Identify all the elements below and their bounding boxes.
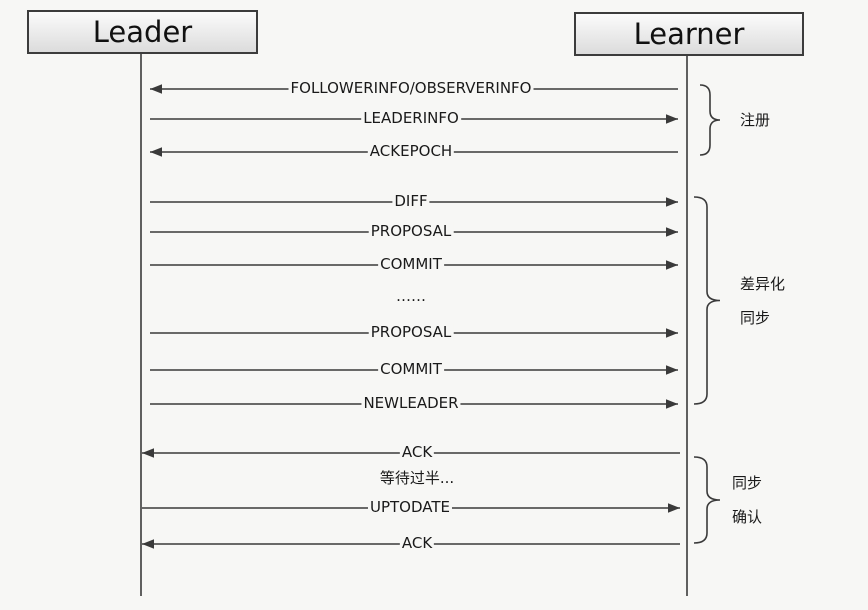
message-label: DIFF <box>392 192 430 210</box>
message-label: UPTODATE <box>367 498 453 516</box>
message-label: COMMIT <box>378 255 444 273</box>
message-label: ACK <box>399 443 435 461</box>
learner-box: Learner <box>574 12 804 56</box>
message-label: FOLLOWERINFO/OBSERVERINFO <box>288 79 534 97</box>
message-label: COMMIT <box>378 360 444 378</box>
message-label: LEADERINFO <box>361 109 461 127</box>
message-label: ACKEPOCH <box>367 142 455 160</box>
group-label: 差异化 <box>740 274 786 293</box>
group-label: 确认 <box>732 508 763 526</box>
group-brace <box>693 456 721 544</box>
note-label: 等待过半... <box>379 469 455 487</box>
message-label: PROPOSAL <box>368 323 454 341</box>
leader-label: Leader <box>92 15 193 49</box>
learner-label: Learner <box>633 17 745 51</box>
message-label: ACK <box>399 534 435 552</box>
group-label: 注册 <box>740 111 771 129</box>
note-label: …… <box>396 287 426 305</box>
leader-box: Leader <box>27 10 258 54</box>
message-label: PROPOSAL <box>368 222 454 240</box>
group-brace <box>693 196 721 405</box>
group-brace <box>699 84 721 156</box>
group-label: 同步 <box>732 474 763 492</box>
group-label: 同步 <box>740 308 771 327</box>
message-label: NEWLEADER <box>361 394 461 412</box>
